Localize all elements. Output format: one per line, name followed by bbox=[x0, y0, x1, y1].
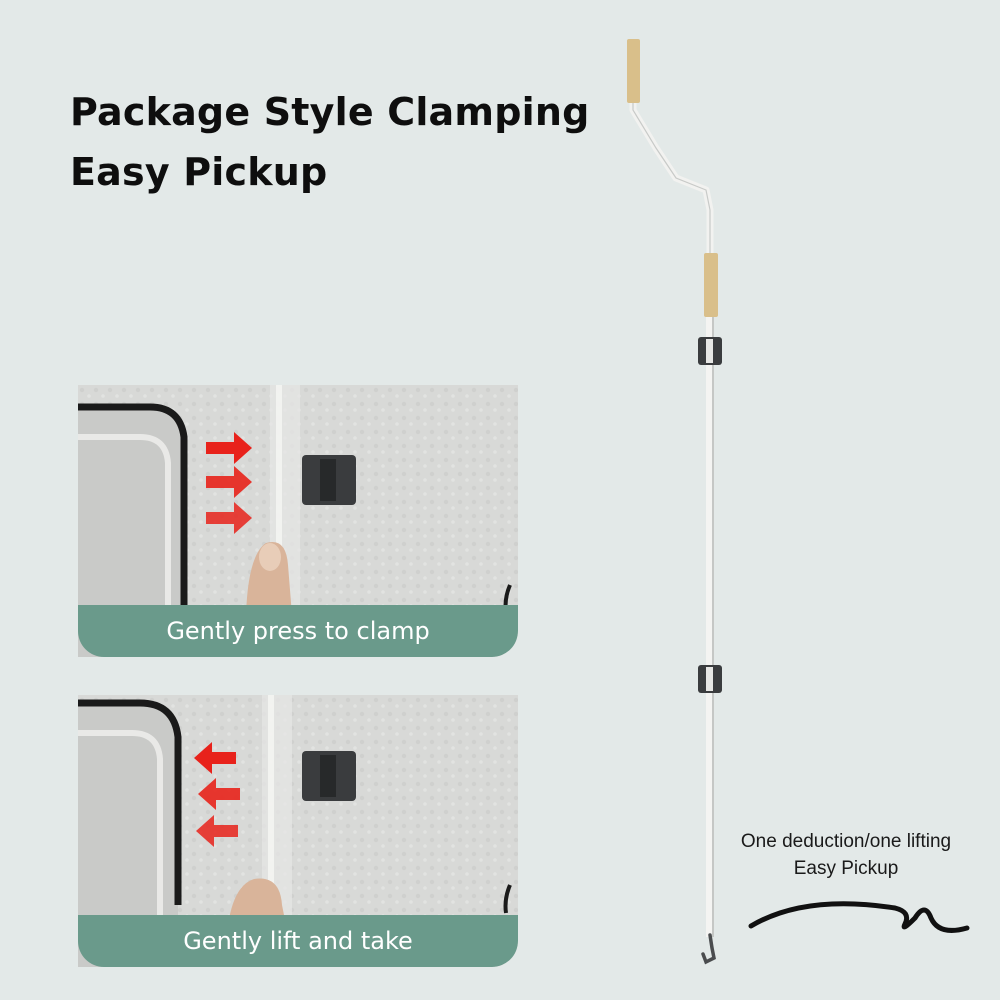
press-to-clamp-panel: Gently press to clamp bbox=[78, 385, 518, 657]
arrow-right-icon bbox=[206, 432, 252, 534]
hook-icon bbox=[701, 933, 716, 965]
pole-clip-icon bbox=[698, 665, 722, 693]
awning-rod-image bbox=[627, 39, 722, 965]
headline-line-2: Easy Pickup bbox=[70, 150, 328, 194]
side-note-line-1: One deduction/one lifting bbox=[740, 831, 952, 852]
lift-and-take-caption: Gently lift and take bbox=[78, 915, 518, 967]
press-to-clamp-caption: Gently press to clamp bbox=[78, 605, 518, 657]
brush-stroke-decoration bbox=[748, 901, 970, 933]
side-note: One deduction/one lifting Easy Pickup bbox=[706, 828, 986, 882]
arrow-left-icon bbox=[194, 742, 240, 847]
headline-line-1: Package Style Clamping bbox=[70, 90, 590, 134]
pole-clip-icon bbox=[698, 337, 722, 365]
clip-icon bbox=[302, 455, 356, 505]
wood-handle-icon bbox=[627, 39, 640, 103]
side-note-line-2: Easy Pickup bbox=[793, 858, 899, 879]
lift-and-take-panel: Gently lift and take bbox=[78, 695, 518, 967]
headline: Package Style Clamping Easy Pickup bbox=[70, 82, 589, 202]
wood-grip-icon bbox=[704, 253, 718, 317]
clip-icon bbox=[302, 751, 356, 801]
